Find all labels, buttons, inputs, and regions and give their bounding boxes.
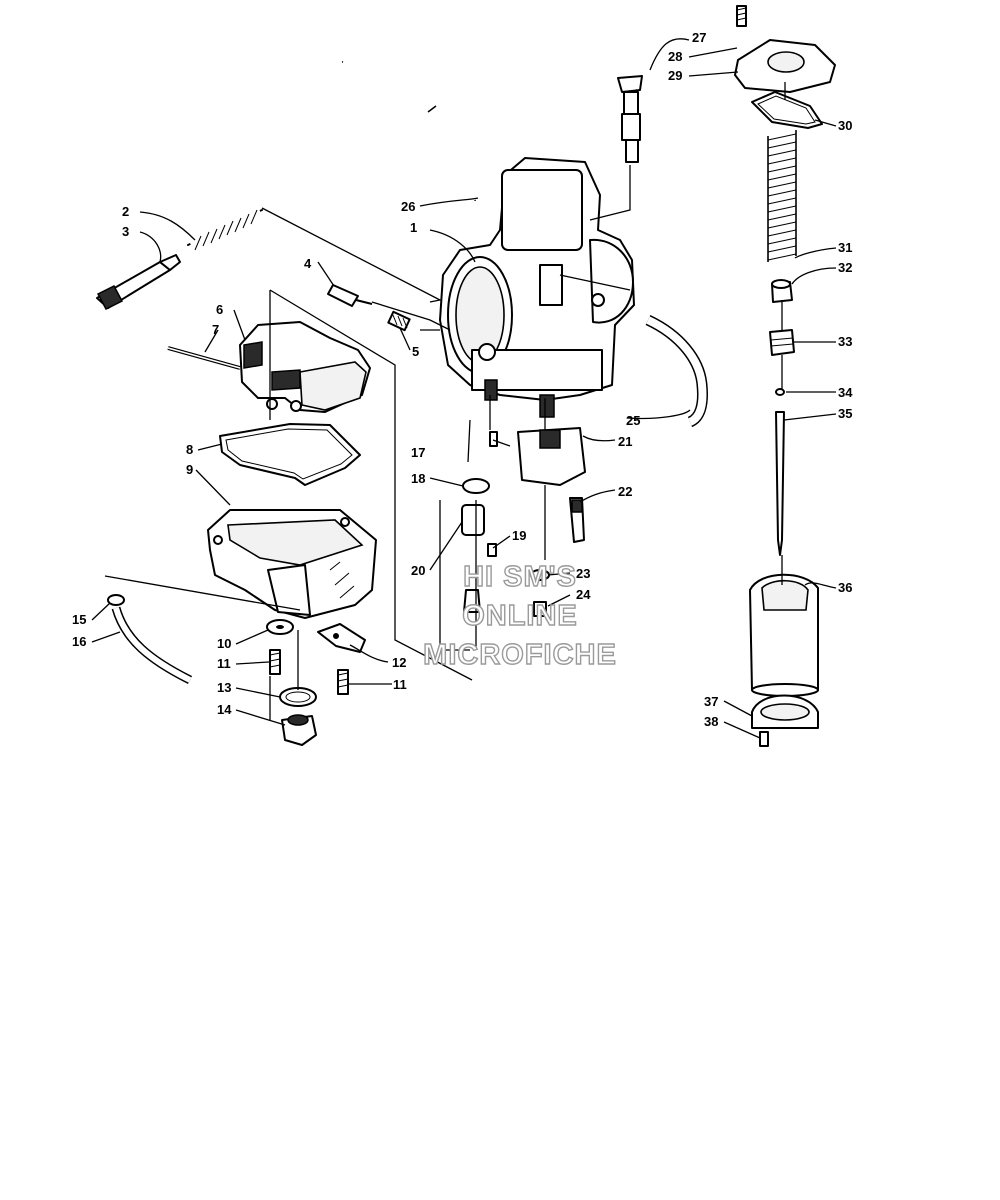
hose-clamp-15[interactable] bbox=[107, 594, 125, 606]
air-valve-21[interactable] bbox=[517, 427, 586, 486]
screw-11-right[interactable] bbox=[337, 669, 349, 695]
main-jet-holder-20[interactable] bbox=[461, 504, 485, 613]
watermark-line-2: ONLINE bbox=[462, 600, 578, 632]
drain-hose-16[interactable] bbox=[111, 606, 193, 685]
throttle-spring-31[interactable] bbox=[767, 130, 797, 262]
callout-5: 5 bbox=[412, 344, 419, 359]
callout-33: 33 bbox=[838, 334, 852, 349]
watermark-line-3: MICROFICHE bbox=[423, 639, 617, 671]
assembly-guide-lines bbox=[104, 82, 786, 720]
idle-screw-3[interactable] bbox=[96, 254, 181, 310]
retainer-plate-12[interactable] bbox=[317, 623, 366, 653]
idle-spring-2[interactable] bbox=[187, 206, 263, 251]
callout-18: 18 bbox=[411, 471, 425, 486]
callout-11-right: 11 bbox=[393, 677, 407, 692]
callout-12: 12 bbox=[392, 655, 406, 670]
callout-38: 38 bbox=[704, 714, 718, 729]
callout-22: 22 bbox=[618, 484, 632, 499]
callout-19: 19 bbox=[512, 528, 526, 543]
callout-27: 27 bbox=[692, 30, 706, 45]
needle-clip-holder-33[interactable] bbox=[769, 329, 795, 356]
callout-26: 26 bbox=[401, 199, 415, 214]
callout-16: 16 bbox=[72, 634, 86, 649]
screw-38[interactable] bbox=[759, 731, 769, 747]
callout-1: 1 bbox=[410, 220, 417, 235]
float-bowl-9[interactable] bbox=[207, 509, 377, 619]
spring-seat-32[interactable] bbox=[771, 279, 793, 303]
callout-13: 13 bbox=[217, 680, 231, 695]
pilot-screw-4[interactable] bbox=[327, 284, 373, 307]
callout-15: 15 bbox=[72, 612, 86, 627]
float-assembly-6[interactable] bbox=[239, 321, 371, 413]
callout-36: 36 bbox=[838, 580, 852, 595]
nut-24[interactable] bbox=[533, 601, 547, 617]
e-clip-34[interactable] bbox=[775, 388, 785, 396]
callout-17: 17 bbox=[411, 445, 425, 460]
drain-plug-14[interactable] bbox=[281, 714, 317, 746]
carb-top-cap-29[interactable] bbox=[734, 39, 836, 93]
callout-30: 30 bbox=[838, 118, 852, 133]
callout-31: 31 bbox=[838, 240, 852, 255]
callout-21: 21 bbox=[618, 434, 632, 449]
callout-2: 2 bbox=[122, 204, 129, 219]
fuel-hose-26[interactable] bbox=[342, 58, 479, 202]
callout-6: 6 bbox=[216, 302, 223, 317]
screw-17[interactable] bbox=[489, 431, 498, 447]
throttle-slide-36[interactable] bbox=[749, 573, 819, 697]
callout-23: 23 bbox=[576, 566, 590, 581]
watermark: HI SM'S ONLINE MICROFICHE bbox=[422, 560, 617, 671]
jet-needle-35[interactable] bbox=[775, 411, 785, 556]
callout-35: 35 bbox=[838, 406, 852, 421]
callout-8: 8 bbox=[186, 442, 193, 457]
callout-labels: 1 2 3 4 5 6 7 8 9 10 11 11 12 13 14 15 1… bbox=[72, 30, 853, 729]
callout-3: 3 bbox=[122, 224, 129, 239]
callout-25: 25 bbox=[626, 413, 640, 428]
cable-adjuster-27[interactable] bbox=[617, 75, 643, 163]
o-ring-18[interactable] bbox=[462, 478, 490, 494]
callout-10: 10 bbox=[217, 636, 231, 651]
callout-20: 20 bbox=[411, 563, 425, 578]
callout-4: 4 bbox=[304, 256, 312, 271]
o-ring-13[interactable] bbox=[279, 687, 317, 707]
callout-28: 28 bbox=[668, 49, 682, 64]
callout-leader-lines bbox=[91, 38, 837, 739]
callout-37: 37 bbox=[704, 694, 718, 709]
screw-28[interactable] bbox=[736, 5, 747, 27]
callout-11-left: 11 bbox=[217, 656, 231, 671]
carburetor-body[interactable] bbox=[439, 157, 635, 418]
callout-9: 9 bbox=[186, 462, 193, 477]
float-pin-7[interactable] bbox=[167, 346, 241, 370]
callout-14: 14 bbox=[217, 702, 232, 717]
callout-34: 34 bbox=[838, 385, 853, 400]
screw-19[interactable] bbox=[487, 543, 497, 557]
float-bowl-gasket-8[interactable] bbox=[219, 423, 361, 486]
cap-gasket-30[interactable] bbox=[751, 91, 823, 129]
slide-plate-37[interactable] bbox=[751, 694, 819, 729]
vent-hose-25[interactable] bbox=[645, 315, 708, 428]
throttle-stop-22[interactable] bbox=[569, 497, 585, 543]
washer-10[interactable] bbox=[266, 619, 294, 635]
pilot-jet-5[interactable] bbox=[387, 310, 411, 332]
callout-24: 24 bbox=[576, 587, 591, 602]
screw-11-left[interactable] bbox=[269, 649, 281, 675]
callout-32: 32 bbox=[838, 260, 852, 275]
callout-29: 29 bbox=[668, 68, 682, 83]
callout-7: 7 bbox=[212, 322, 219, 337]
watermark-line-1: HI SM'S bbox=[463, 561, 577, 593]
